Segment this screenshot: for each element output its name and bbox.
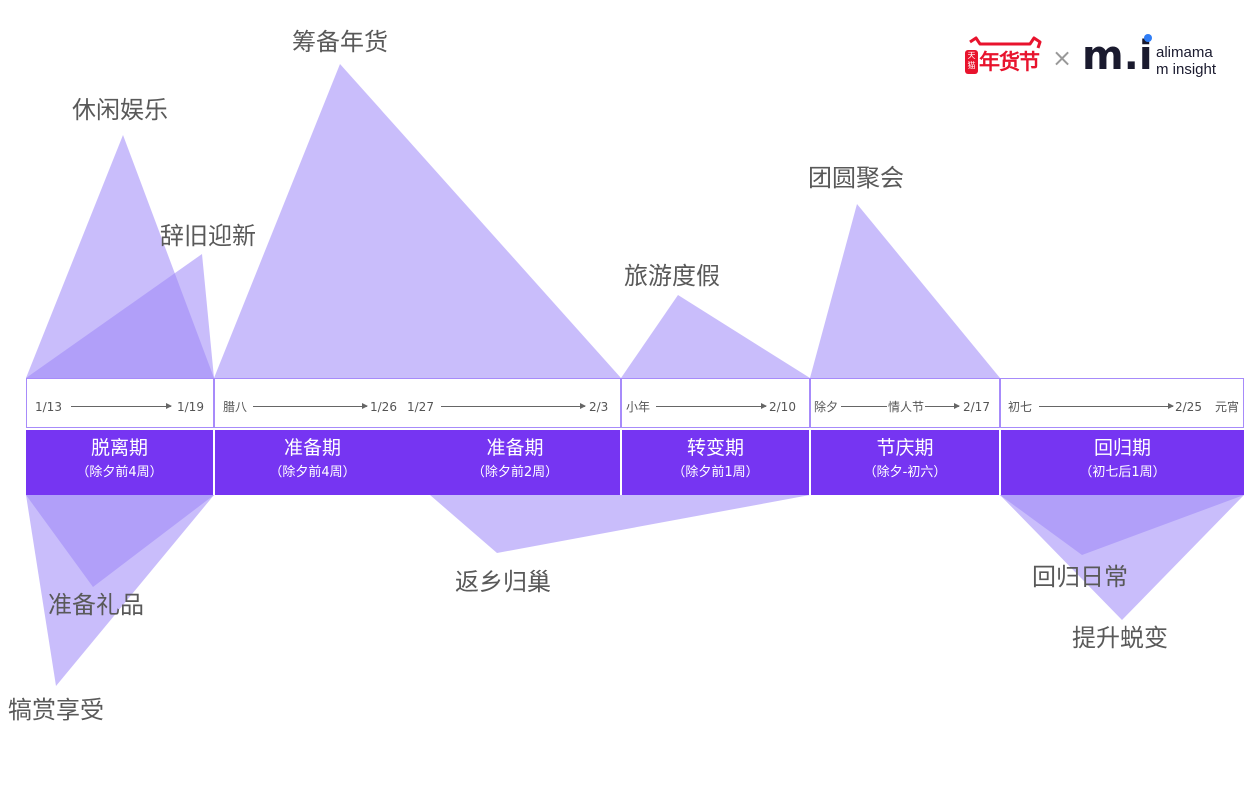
date-end: 2/25 xyxy=(1175,400,1202,414)
mi-dot-icon xyxy=(1143,34,1152,42)
date-start: 1/13 xyxy=(35,400,62,414)
timeline-cell-2: 腊八 1/26 1/27 2/3 xyxy=(214,378,621,428)
tmall-nianhuojie-logo: 天猫 年货节 xyxy=(964,36,1046,78)
peak-label-reunion: 团圆聚会 xyxy=(808,164,904,192)
phase-block-5: 节庆期 （除夕-初六） xyxy=(811,430,999,495)
trough-triangle-homecoming xyxy=(430,495,810,553)
peak-label-travel: 旅游度假 xyxy=(624,262,720,290)
arrow-icon xyxy=(253,403,368,409)
peak-triangle-reunion xyxy=(810,204,1000,378)
arrow-icon xyxy=(1039,403,1174,409)
date-mid: 情人节 xyxy=(887,400,926,414)
phase-sub: （除夕-初六） xyxy=(863,465,947,480)
date-start: 腊八 xyxy=(223,400,248,414)
tmall-badge: 天猫 xyxy=(967,51,976,70)
date-extra: 元宵 xyxy=(1215,400,1240,414)
peak-label-goods: 筹备年货 xyxy=(292,28,388,56)
peak-triangle-travel xyxy=(621,295,810,378)
mi-text: m.i xyxy=(1082,33,1153,79)
phase-sub: （除夕前2周） xyxy=(471,465,559,480)
tmall-text: 年货节 xyxy=(979,50,1040,74)
brand-line-2: m insight xyxy=(1156,61,1217,78)
tmall-cat-icon xyxy=(965,36,1042,74)
phase-block-3: 准备期 （除夕前2周） xyxy=(410,430,620,495)
trough-triangle-upgrade xyxy=(1000,495,1244,620)
timeline-cell-1: 1/13 1/19 xyxy=(26,378,214,428)
date-start: 初七 xyxy=(1008,400,1033,414)
trough-label-upgrade: 提升蜕变 xyxy=(1072,624,1168,652)
arrow-icon xyxy=(71,403,172,409)
arrow-icon xyxy=(441,403,586,409)
peak-triangle-newyear xyxy=(26,254,214,378)
cross-icon: × xyxy=(1052,44,1073,72)
date-end: 1/26 xyxy=(370,400,397,414)
phase-sub: （除夕前4周） xyxy=(76,465,163,480)
date-end: 2/17 xyxy=(963,400,990,414)
phase-name: 转变期 xyxy=(686,437,744,459)
date-start: 小年 xyxy=(626,400,651,414)
peak-label-leisure: 休闲娱乐 xyxy=(72,96,168,124)
timeline-cell-4: 除夕 情人节 2/17 xyxy=(810,378,1000,428)
date-end: 1/19 xyxy=(177,400,204,414)
alimama-brand-text: alimama m insight xyxy=(1156,44,1216,78)
brand-line-1: alimama xyxy=(1156,44,1213,61)
phase-sub: （除夕前4周） xyxy=(269,465,356,480)
phase-block-6: 回归期 （初七后1周） xyxy=(1001,430,1244,495)
phase-sub: （初七后1周） xyxy=(1079,465,1166,480)
date-end: 2/10 xyxy=(769,400,796,414)
date-start-2: 1/27 xyxy=(407,400,434,414)
arrow-icon xyxy=(656,403,767,409)
phase-name: 脱离期 xyxy=(90,437,148,459)
phase-block-4: 转变期 （除夕前1周） xyxy=(622,430,809,495)
date-end-2: 2/3 xyxy=(589,400,609,414)
trough-label-daily: 回归日常 xyxy=(1032,563,1128,591)
peak-label-newyear: 辞旧迎新 xyxy=(160,222,256,250)
trough-triangle-reward xyxy=(26,495,214,686)
peak-triangle-goods xyxy=(214,64,621,378)
phase-block-2: 准备期 （除夕前4周） xyxy=(215,430,410,495)
mi-logo: m.i xyxy=(1082,33,1153,79)
phase-block-1: 脱离期 （除夕前4周） xyxy=(26,430,213,495)
phase-name: 节庆期 xyxy=(876,437,934,459)
phase-name: 回归期 xyxy=(1093,437,1151,459)
timeline-cell-5: 初七 2/25 元宵 xyxy=(1000,378,1244,428)
phase-name: 准备期 xyxy=(486,437,544,459)
phase-name: 准备期 xyxy=(283,437,341,459)
trough-label-reward: 犒赏享受 xyxy=(8,696,104,724)
trough-label-homecoming: 返乡归巢 xyxy=(455,568,551,596)
phase-sub: （除夕前1周） xyxy=(672,465,759,480)
date-start: 除夕 xyxy=(814,400,839,414)
timeline-cell-3: 小年 2/10 xyxy=(621,378,810,428)
trough-label-gift: 准备礼品 xyxy=(48,591,144,619)
